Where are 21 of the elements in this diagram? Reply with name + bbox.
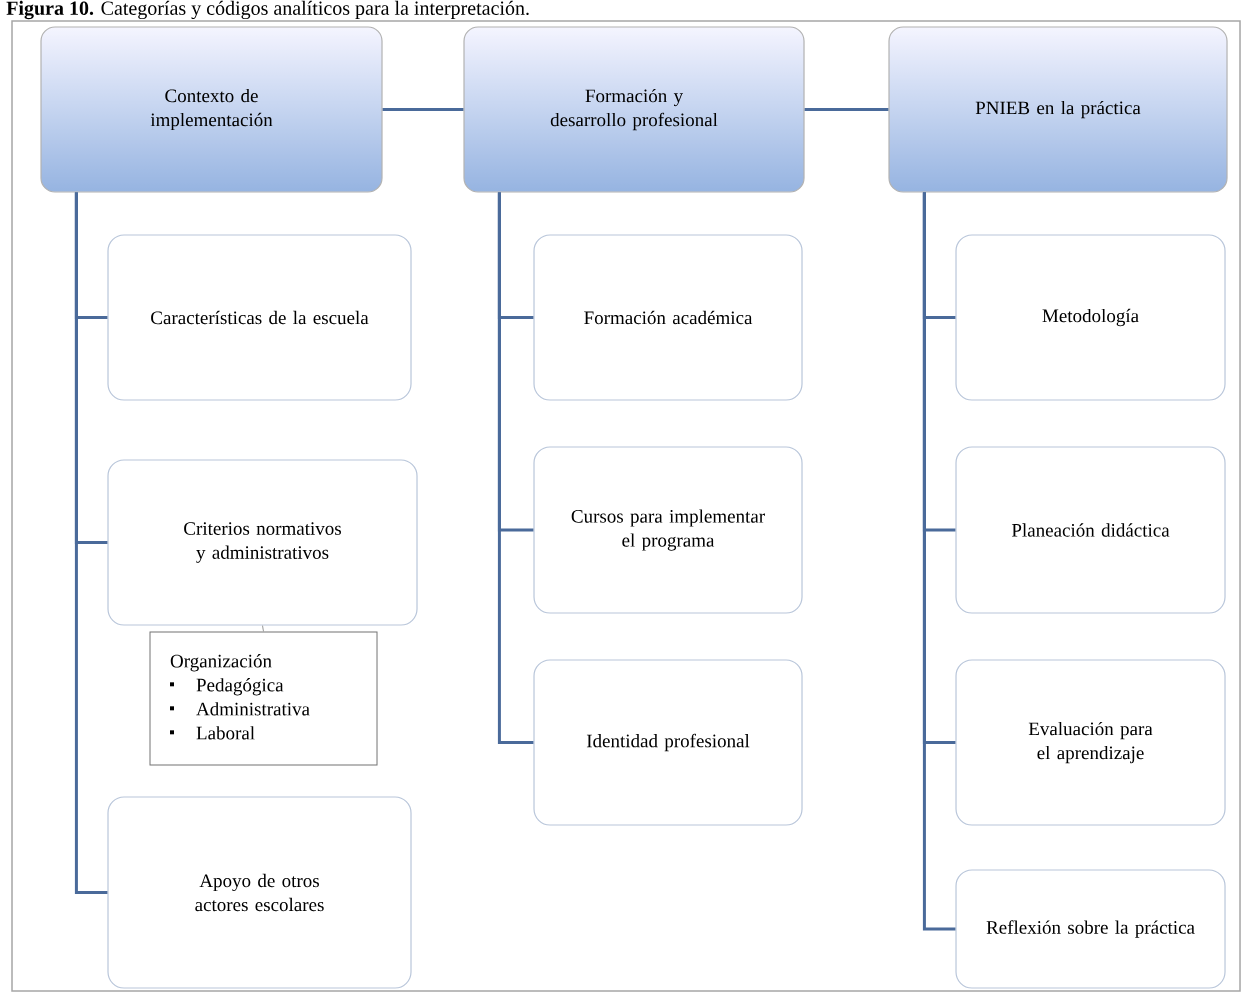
code-box: Planeación didáctica — [955, 446, 1226, 614]
connector-line — [262, 625, 264, 632]
category-box: PNIEB en la práctica — [888, 26, 1228, 193]
code-box: Criterios normativos y administrativos — [107, 459, 418, 626]
category-box: Formación y desarrollo profesional — [463, 26, 805, 193]
category-box: Contexto de implementación — [40, 26, 383, 193]
connector-line — [74, 192, 108, 894]
code-box: Apoyo de otros actores escolares — [107, 796, 412, 989]
connector-line — [382, 108, 464, 111]
code-box: Metodología — [955, 234, 1226, 401]
connector-line — [804, 108, 889, 111]
code-box: Evaluación para el aprendizaje — [955, 659, 1226, 826]
connector-line — [497, 192, 534, 744]
code-box: Formación académica — [533, 234, 803, 401]
list-box: Organización Pedagógica Administrativa Laboral — [149, 631, 378, 766]
code-box: Características de la escuela — [107, 234, 412, 401]
code-box: Identidad profesional — [533, 659, 803, 826]
code-box: Cursos para implementar el programa — [533, 446, 803, 614]
connector-line — [922, 192, 956, 931]
figure-caption: Figura 10. Categorías y códigos analíticos para la interpretación. — [6, 0, 529, 20]
code-box: Reflexión sobre la práctica — [955, 869, 1226, 989]
